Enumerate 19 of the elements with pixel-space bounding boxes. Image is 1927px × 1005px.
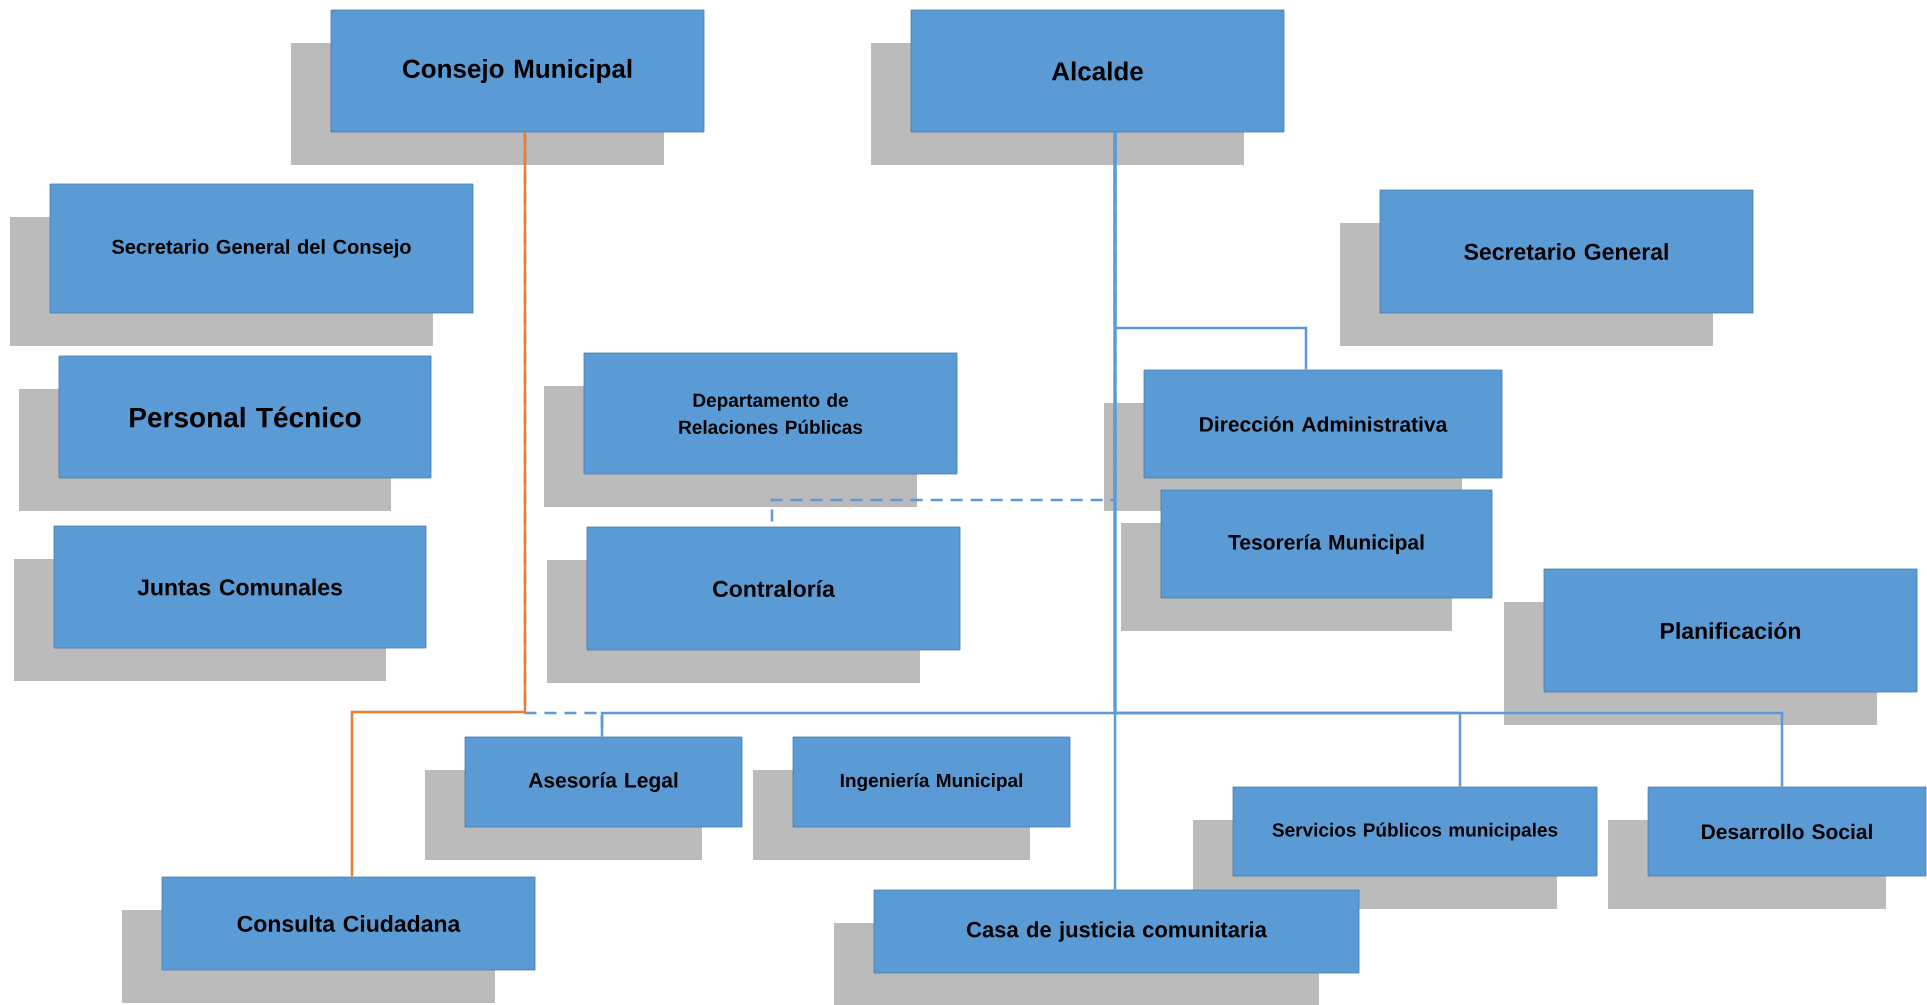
org-box: Juntas Comunales: [53, 525, 427, 649]
org-box: Personal Técnico: [58, 355, 432, 479]
org-box: Casa de justicia comunitaria: [873, 889, 1360, 974]
org-box: Secretario General del Consejo: [49, 183, 474, 314]
org-box: Dirección Administrativa: [1143, 369, 1503, 479]
org-box: Alcalde: [910, 9, 1285, 133]
connector-line: [1113, 132, 1308, 370]
org-box: Secretario General: [1379, 189, 1754, 314]
org-box: Contraloría: [586, 526, 961, 651]
org-box: Servicios Públicos municipales: [1232, 786, 1598, 877]
org-box: Consulta Ciudadana: [161, 876, 536, 971]
org-box: Departamento de Relaciones Públicas: [583, 352, 958, 475]
org-box: Planificación: [1543, 568, 1918, 693]
org-box: Consejo Municipal: [330, 9, 705, 133]
connector-line: [350, 132, 527, 877]
org-box: Tesorería Municipal: [1160, 489, 1493, 599]
org-box: Ingeniería Municipal: [792, 736, 1071, 828]
org-box: Asesoría Legal: [464, 736, 743, 828]
org-box: Desarrollo Social: [1647, 786, 1927, 877]
